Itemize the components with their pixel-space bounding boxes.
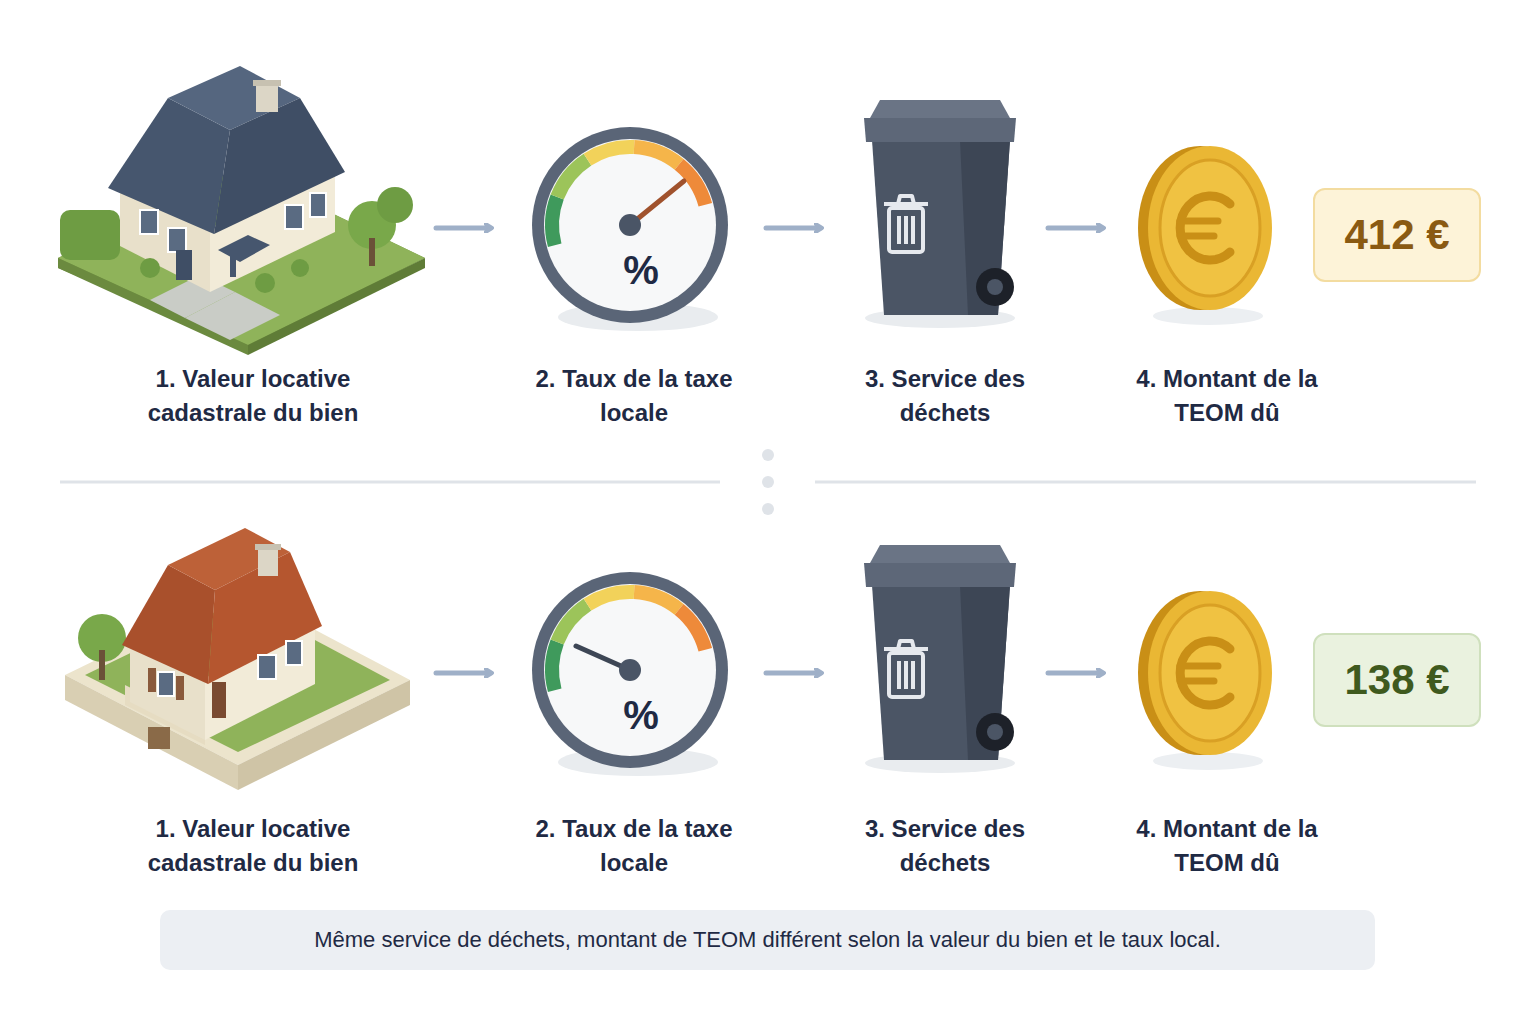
percent-symbol: % [623,693,659,737]
house-small [65,528,410,790]
waste-bin [864,100,1016,328]
step-label: 3. Service des déchets [850,362,1040,430]
waste-bin [864,545,1016,773]
caption: Même service de déchets, montant de TEOM… [314,927,1221,953]
step-label: 3. Service des déchets [850,812,1040,880]
amount-text: 412 € [1344,211,1449,259]
step-label: 2. Taux de la taxe locale [504,362,764,430]
step-label: 1. Valeur locative cadastrale du bien [118,812,388,880]
rate-gauge [532,127,728,331]
house-large [58,66,425,355]
euro-coin [1138,146,1272,325]
amount-text: 138 € [1344,656,1449,704]
separator [60,449,1476,515]
caption-band: Même service de déchets, montant de TEOM… [160,910,1375,970]
percent-symbol: % [623,248,659,292]
step-label: 1. Valeur locative cadastrale du bien [118,362,388,430]
step-label: 4. Montant de la TEOM dû [1107,362,1347,430]
step-label: 2. Taux de la taxe locale [504,812,764,880]
amount-box: 138 € [1313,633,1481,727]
step-label: 4. Montant de la TEOM dû [1107,812,1347,880]
rate-gauge [532,572,728,776]
euro-coin [1138,591,1272,770]
amount-box: 412 € [1313,188,1481,282]
flow-arrow [436,228,1102,673]
